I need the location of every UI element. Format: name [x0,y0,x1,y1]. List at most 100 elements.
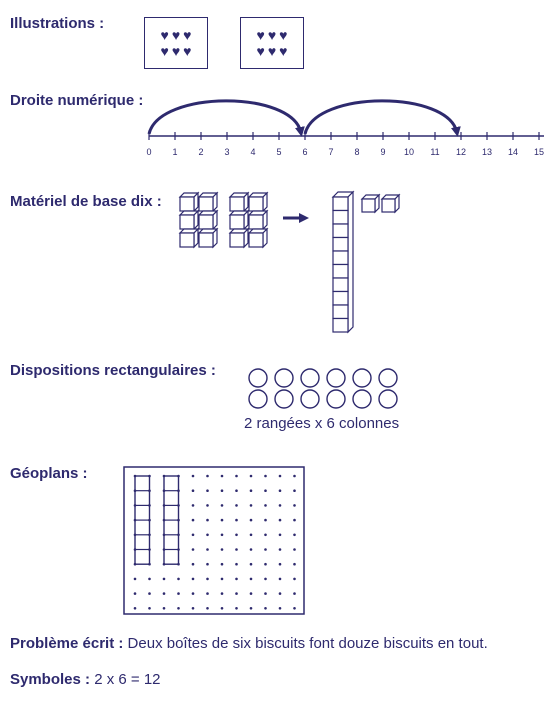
geoboard-peg [293,607,296,610]
heart-icon: ♥ [183,27,192,43]
geoboard-peg [148,592,151,595]
symbols-text: 2 x 6 = 12 [94,671,161,688]
jump-arrow [147,99,305,137]
symbols-label: Symboles : [10,671,91,688]
geoboard-peg [264,592,267,595]
geoboard-peg [191,489,195,493]
geoboard-peg [206,518,209,522]
geoboard-peg [133,592,137,595]
geoboard-peg [264,533,267,537]
number-line-tick-label: 4 [250,147,255,157]
geoboard-peg [278,562,282,566]
unit-cube [247,191,269,213]
geoboard-peg [191,533,195,537]
geoboard-peg [235,577,238,581]
geoboard-peg [162,607,166,610]
heart-card-2: ♥ ♥ ♥ ♥ ♥ ♥ [240,17,304,69]
geoboard-peg [162,577,166,581]
geoboard-peg [278,518,282,522]
geoboard-peg [278,533,282,537]
geoboard-peg [206,562,209,566]
geoboard-peg [264,548,267,551]
number-line-tick-label: 7 [328,147,333,157]
geoboard-peg [220,489,224,493]
number-line-tick-label: 14 [508,147,518,157]
geoboard-peg [148,607,151,610]
geoboard-peg [235,548,238,551]
ten-rod [331,190,355,334]
geoboard-peg [191,518,195,522]
heart-row: ♥ ♥ ♥ [257,44,288,58]
number-line-tick-label: 5 [276,147,281,157]
heart-icon: ♥ [160,43,169,59]
geoboard-peg [278,577,282,581]
geoboard-peg [249,489,253,493]
unit-cube [380,193,401,214]
unit-cube [197,227,219,249]
illustrations-label: Illustrations : [10,15,105,32]
heart-icon: ♥ [279,27,288,43]
geoboard-peg [235,474,238,478]
rectangular-array [248,368,398,409]
geoboard-peg [293,548,296,551]
geoboard-peg [220,474,224,478]
number-line-tick-label: 0 [146,147,151,157]
unit-cube [197,209,219,231]
geoboard-frame [123,466,305,615]
geoboard-peg [206,592,209,595]
number-line-tick-label: 10 [404,147,414,157]
geoboard-peg [293,489,296,493]
unit-cube [228,191,250,213]
geoboard-peg [249,533,253,537]
unit-cube [178,191,200,213]
array-circle [248,389,268,409]
heart-row: ♥ ♥ ♥ [161,44,192,58]
heart-icon: ♥ [183,43,192,59]
unit-cube [178,227,200,249]
geoboard-peg [206,474,209,478]
geoboard-peg [249,577,253,581]
geoboard-peg [278,592,282,595]
geoboard-peg [264,474,267,478]
number-line-tick-label: 1 [172,147,177,157]
number-line-tick-label: 11 [430,147,439,157]
geoboard-peg [220,592,224,595]
heart-icon: ♥ [279,43,288,59]
geoboard-peg [206,504,209,507]
geoboard-peg [220,548,224,551]
array-circle [300,389,320,409]
heart-icon: ♥ [171,43,181,59]
array-circle [352,368,372,388]
number-line-label: Droite numérique : [10,92,144,109]
geoboard-peg [162,592,166,595]
geoboard-peg [191,577,195,581]
geoboard-peg [249,562,253,566]
geoboard-peg [235,533,238,537]
geoboard-peg [249,548,253,551]
geoboard-peg [177,607,180,610]
geoboard-peg [235,518,238,522]
array-circle [248,368,268,388]
geoboard-peg [293,518,296,522]
array-circle [326,368,346,388]
heart-icon: ♥ [256,27,265,43]
geoboard-peg [206,548,209,551]
geoboard-peg [191,607,195,610]
geoboard-peg [278,504,282,507]
heart-card-1: ♥ ♥ ♥ ♥ ♥ ♥ [144,17,208,69]
geoboard-peg [191,548,195,551]
unit-cube [228,209,250,231]
geoboard-peg [249,504,253,507]
number-line-tick-label: 9 [380,147,385,157]
heart-row: ♥ ♥ ♥ [257,28,288,42]
base-ten-label: Matériel de base dix : [10,193,162,210]
geoboard-peg [264,489,267,493]
array-circle [274,368,294,388]
geoboard-peg [191,504,195,507]
geoboard-peg [278,607,282,610]
number-line-tick-label: 15 [534,147,544,157]
unit-cube [247,227,269,249]
unit-cube [178,209,200,231]
unit-cube [228,227,250,249]
heart-icon: ♥ [267,43,277,59]
